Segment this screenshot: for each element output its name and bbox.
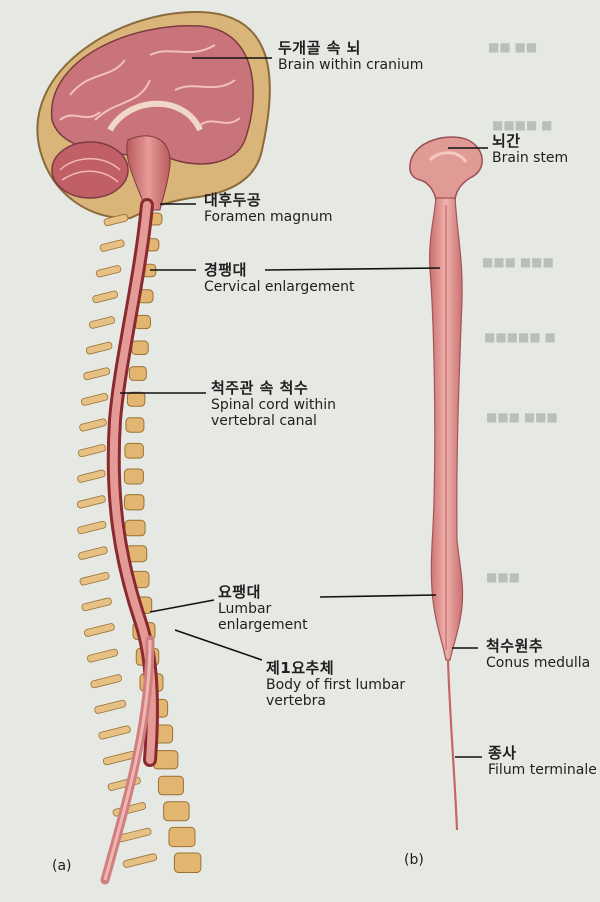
vertebra-spinous-process (77, 469, 106, 483)
label-first-lumbar-en-2: vertebra (266, 693, 326, 710)
label-spinal-en-1: Spinal cord within (211, 397, 337, 414)
vertebra-spinous-process (103, 213, 129, 227)
vertebra-spinous-process (122, 853, 157, 868)
vertebra-spinous-process (88, 316, 116, 329)
label-conus-en: Conus medulla (486, 655, 591, 672)
vertebra-spinous-process (90, 674, 122, 689)
label-lumbar-en-1: Lumbar (218, 601, 272, 618)
label-spinal-ko: 척주관 속 척수 (211, 379, 309, 397)
vertebra-body (168, 826, 196, 848)
vertebra-spinous-process (95, 265, 122, 278)
vertebra-body (157, 775, 184, 796)
vertebra-spinous-process (81, 597, 112, 612)
vertebra-spinous-process (77, 444, 106, 458)
label-brain-en: Brain within cranium (278, 57, 424, 74)
vertebra-body (124, 442, 144, 459)
vertebra-body (124, 519, 146, 537)
label-cervical-en: Cervical enlargement (204, 279, 355, 296)
label-first-lumbar-vertebra: 제1요추체 Body of first lumbar vertebra (266, 659, 406, 710)
ghost-text-decoration: ■■■■■ ■ (484, 330, 556, 344)
label-lumbar-ko: 요팽대 (218, 583, 261, 601)
label-brain-stem: 뇌간 Brain stem (492, 132, 569, 167)
label-conus-ko: 척수원추 (486, 638, 544, 655)
brain-folds (59, 44, 241, 126)
label-filum-terminale: 종사 Filum terminale (488, 745, 600, 778)
vertebra-body (163, 801, 190, 822)
vertebra-spinous-process (78, 546, 108, 560)
vertebra-body (173, 852, 202, 873)
vertebra-body (131, 340, 149, 355)
label-first-lumbar-en-1: Body of first lumbar (266, 677, 406, 694)
label-brainstem-ko: 뇌간 (492, 132, 521, 150)
brainstem-b (409, 136, 483, 201)
label-spinal-en-2: vertebral canal (211, 413, 317, 430)
cerebellum-folds (59, 158, 121, 183)
label-foramen-ko: 대후두공 (204, 191, 262, 209)
vertebra-spinous-process (83, 367, 111, 381)
vertebra-spinous-process (79, 418, 107, 432)
label-foramen-en: Foramen magnum (204, 209, 333, 226)
label-first-lumbar-ko: 제1요추체 (266, 659, 335, 677)
brainstem-a (126, 135, 171, 211)
ghost-text-decoration: ■■■■ ■ (492, 118, 553, 132)
vertebra-body (125, 417, 145, 433)
vertebra-body (123, 468, 144, 485)
vertebra-spinous-process (84, 623, 115, 637)
vertebra-body (128, 366, 147, 381)
label-brainstem-en: Brain stem (492, 150, 569, 167)
label-foramen-magnum: 대후두공 Foramen magnum (204, 191, 333, 226)
vertebra-body (126, 391, 146, 407)
vertebra-spinous-process (77, 520, 107, 535)
filum-terminale-line (446, 659, 459, 831)
ghost-text-decoration: ■■■ (486, 570, 521, 584)
label-lumbar-en-2: enlargement (218, 617, 308, 634)
label-filum-en: Filum terminale (488, 762, 597, 779)
vertebra-body (123, 494, 145, 511)
vertebra-spinous-process (98, 725, 131, 740)
label-brain-within-cranium: 두개골 속 뇌 Brain within cranium (278, 39, 424, 74)
vertebra-spinous-process (76, 495, 106, 509)
vertebra-spinous-process (94, 699, 127, 714)
ghost-text-decoration: ■■■ ■■■ (486, 410, 558, 424)
ghost-text-decoration: ■■ ■■ (488, 40, 538, 54)
leader-lines-b (264, 147, 488, 758)
vertebra-spinous-process (92, 290, 119, 304)
vertebra-spinous-process (79, 571, 110, 586)
vertebra-spinous-process (85, 341, 113, 355)
label-brain-ko: 두개골 속 뇌 (278, 39, 361, 57)
panel-label-b: (b) (404, 852, 424, 868)
label-lumbar-enlargement: 요팽대 Lumbar enlargement (218, 583, 308, 634)
cerebellum (51, 141, 129, 199)
label-spinal-cord-within-canal: 척주관 속 척수 Spinal cord within vertebral ca… (211, 379, 337, 430)
label-cervical-enlargement: 경팽대 Cervical enlargement (204, 261, 355, 296)
leader-lines-a (120, 57, 272, 661)
vertebra-spinous-process (87, 648, 119, 663)
corpus-callosum (107, 100, 203, 132)
panel-label-a: (a) (52, 858, 72, 874)
label-cervical-ko: 경팽대 (204, 261, 247, 279)
ghost-text-decoration: ■■■ ■■■ (482, 255, 554, 269)
label-conus-medullaris: 척수원추 Conus medulla (486, 638, 600, 671)
vertebra-spinous-process (99, 239, 125, 252)
vertebrae (76, 212, 202, 873)
label-filum-ko: 종사 (488, 745, 517, 762)
vertebra-spinous-process (81, 392, 109, 406)
